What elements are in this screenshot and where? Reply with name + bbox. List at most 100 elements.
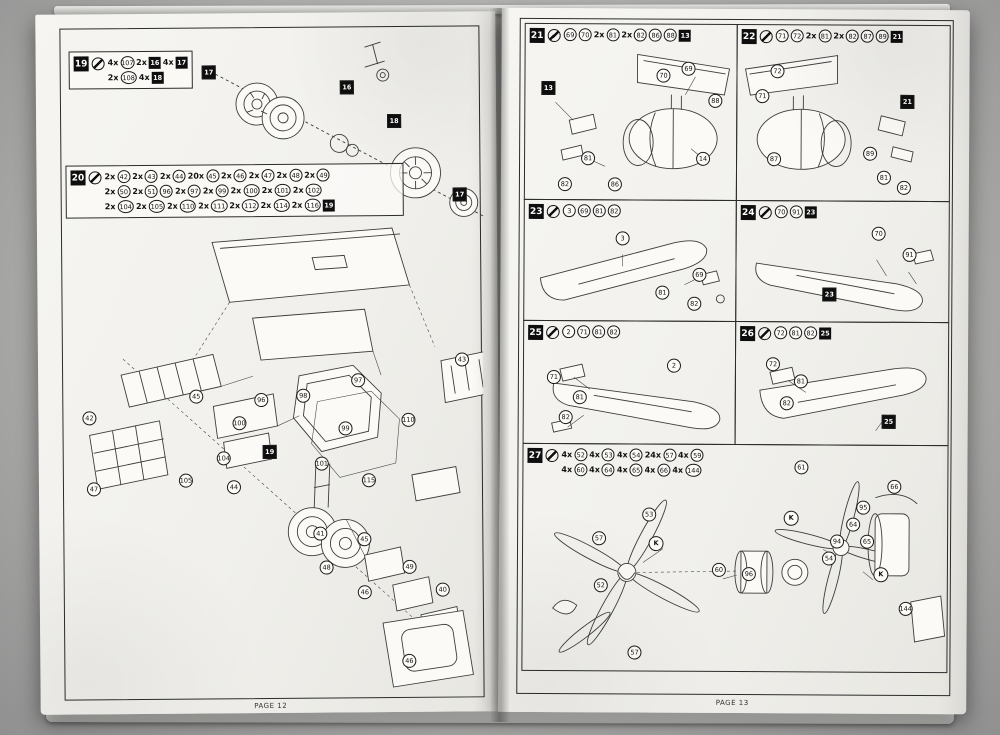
outer-wing-art [539, 240, 725, 304]
part-callout: 60 [711, 562, 726, 577]
booklet-spine-shadow [490, 8, 510, 722]
part-callout: 104 [216, 451, 231, 466]
hub-parts-drawing [329, 133, 359, 157]
propeller-assembly-art [552, 481, 946, 653]
part-callout: 81 [581, 151, 596, 166]
part-callout: 89 [863, 146, 878, 161]
left-page-number: PAGE 12 [254, 701, 288, 711]
outer-wing-art [759, 366, 927, 431]
part-callout: 69 [681, 61, 696, 76]
part-callout: 86 [607, 177, 622, 192]
part-callout: 144 [898, 601, 913, 616]
part-callout: 72 [765, 357, 781, 372]
wingtip-parts-drawing [911, 249, 935, 265]
alignment-guides [122, 284, 444, 645]
step-21-diagram [525, 46, 737, 200]
part-callout: 100 [232, 416, 247, 431]
cabin-roof-panel-drawing [211, 227, 410, 303]
outer-wing-art [755, 249, 935, 312]
part-callout: 41 [313, 526, 328, 541]
part-callout: 71 [755, 89, 770, 104]
part-callout: 14 [696, 151, 711, 166]
tailwheel-fork-drawing [364, 41, 390, 82]
part-callout: 105 [178, 473, 193, 488]
misc-connector-lines [221, 351, 382, 556]
wing-panel-drawing [539, 240, 708, 301]
part-callout: 96 [741, 567, 756, 582]
part-callout: 46 [402, 653, 417, 668]
bracket-parts-drawing [877, 115, 914, 163]
right-window-strip-drawing [440, 349, 486, 404]
step-26-diagram [736, 344, 949, 445]
part-callout: 82 [687, 296, 702, 311]
part-callout: 54 [821, 551, 837, 566]
leader-lines [555, 76, 704, 167]
part-callout: 97 [351, 373, 366, 388]
part-callout: 82 [557, 177, 572, 192]
wheel-pair-drawing [235, 82, 305, 140]
step-27-diagram [522, 478, 947, 672]
part-callout: K [783, 510, 799, 526]
step-ref-callout: 19 [262, 444, 277, 460]
part-callout: 42 [82, 411, 97, 426]
step-ref-callout: 21 [900, 94, 915, 109]
wing-panel-drawing [552, 382, 721, 430]
right-page-number: PAGE 13 [715, 698, 749, 708]
landing-gear-drawing [287, 463, 370, 568]
left-nacelle-art [555, 53, 731, 170]
nacelle-drawing [622, 94, 718, 170]
part-callout: 66 [887, 479, 902, 494]
step-23-diagram [524, 222, 736, 321]
part-callout: 81 [572, 390, 587, 405]
part-callout: 81 [655, 285, 670, 300]
part-callout: 99 [338, 421, 353, 436]
step-ref-callout: 23 [822, 287, 837, 302]
reduction-gear-drawing [734, 550, 809, 594]
right-flap-drawing [411, 465, 461, 502]
part-callout: 3 [615, 231, 630, 246]
part-callout: 45 [357, 532, 372, 547]
part-callout: 110 [401, 412, 416, 427]
part-callout: 88 [708, 93, 723, 108]
leader-lines [642, 548, 874, 580]
part-callout: 53 [642, 507, 657, 522]
part-callout: 40 [435, 582, 450, 597]
part-callout: 71 [546, 370, 561, 385]
part-callout: 43 [454, 352, 470, 367]
step-24-diagram [736, 223, 949, 322]
part-callout: 70 [656, 68, 671, 83]
cowling-drawing [867, 494, 946, 643]
part-callout: 81 [876, 170, 891, 185]
wing-panel-drawing [759, 367, 927, 419]
step-ref-callout: 25 [881, 414, 896, 429]
part-callout: K [648, 536, 664, 552]
part-callout: 47 [86, 482, 102, 497]
part-callout: 46 [357, 585, 372, 600]
part-callout: 57 [592, 531, 607, 546]
part-callout: 49 [402, 559, 417, 574]
window-grid-panel-drawing [89, 420, 169, 490]
part-callout: 2 [666, 358, 682, 373]
part-callout: 98 [296, 388, 311, 403]
part-callout: 96 [254, 392, 269, 408]
cargo-door-drawing [382, 609, 474, 688]
part-callout: 81 [793, 374, 808, 389]
part-callout: 61 [794, 460, 809, 475]
part-callout: 87 [767, 152, 782, 167]
